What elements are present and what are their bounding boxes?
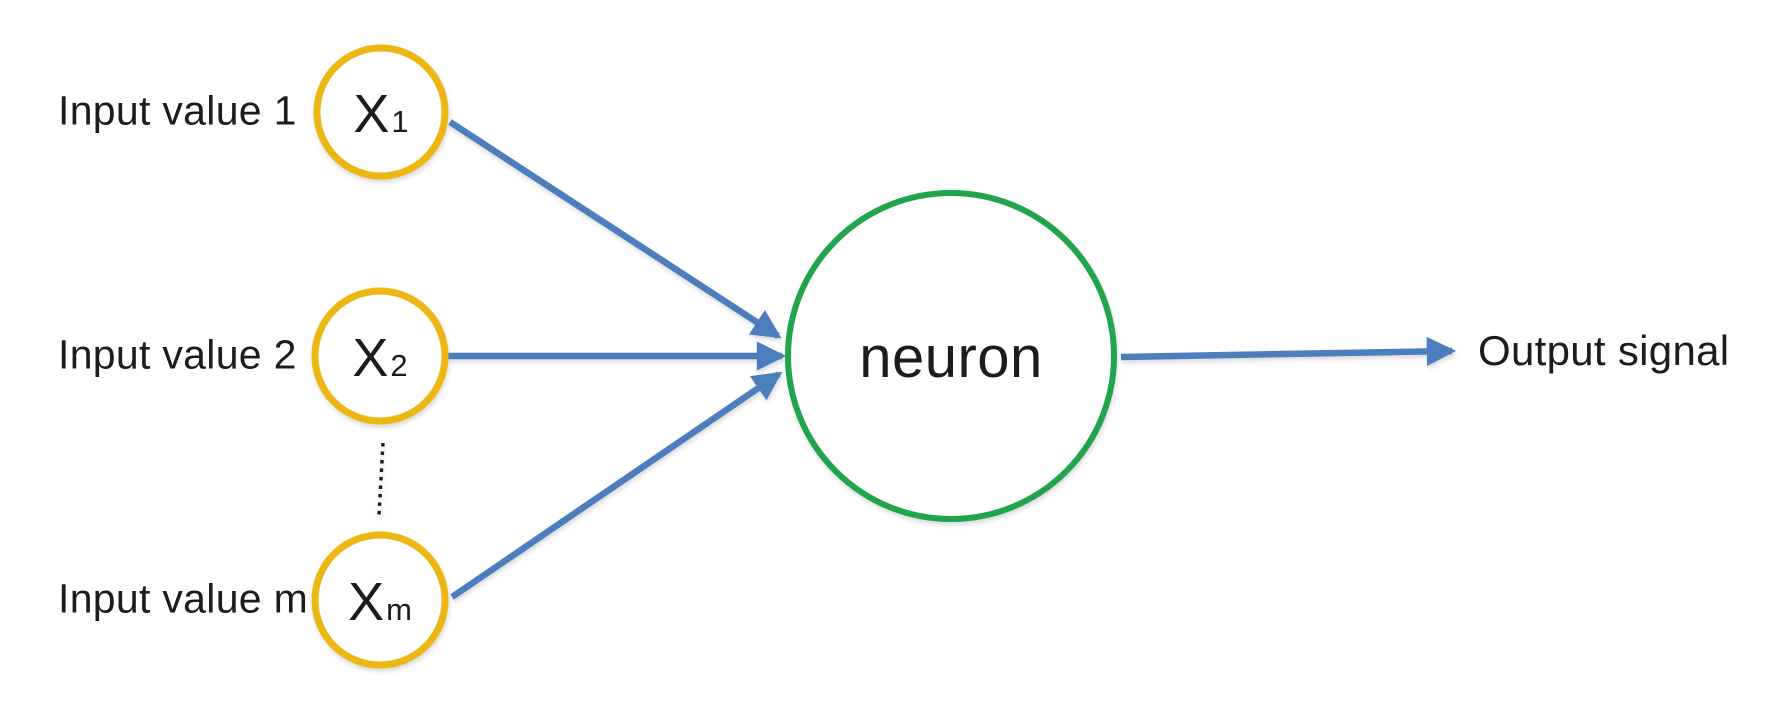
arrow-x1-to-neuron <box>448 119 782 339</box>
arrow-neuron-to-output <box>1120 336 1457 367</box>
node-symbol-base: X <box>353 84 390 144</box>
arrow-xm-to-neuron <box>450 371 783 600</box>
node-symbol-x2: X2 <box>352 331 407 385</box>
input-label-1: Input value 1 <box>58 87 297 134</box>
inputs-ellipsis-dotted-line <box>377 442 385 516</box>
node-symbol-base: X <box>348 572 385 632</box>
neuron-circle <box>785 190 1117 522</box>
input-label-m: Input value m <box>58 575 309 622</box>
node-symbol-xm: Xm <box>348 575 412 629</box>
node-symbol-x1: X1 <box>353 87 408 141</box>
input-node-circle-2 <box>311 287 449 425</box>
input-label-2: Input value 2 <box>58 331 297 378</box>
node-symbol-base: X <box>352 328 389 388</box>
node-symbol-subscript: 2 <box>390 348 408 383</box>
input-node-circle-1 <box>313 44 449 180</box>
node-symbol-subscript: 1 <box>391 104 409 139</box>
neuron-label: neuron <box>859 325 1043 390</box>
input-node-circle-m <box>311 531 449 669</box>
node-symbol-subscript: m <box>386 592 412 627</box>
output-signal-label: Output signal <box>1478 327 1730 375</box>
